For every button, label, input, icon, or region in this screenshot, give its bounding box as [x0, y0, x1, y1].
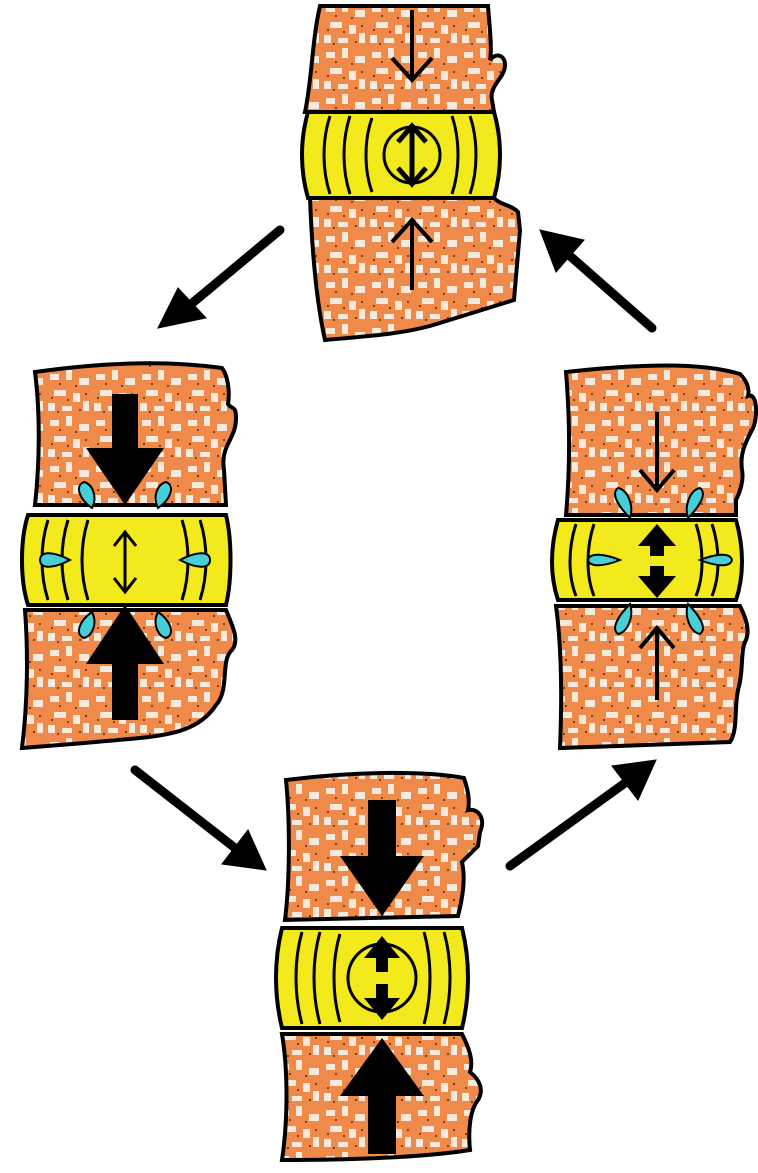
stage-right: [552, 366, 756, 749]
stage-top: [302, 6, 520, 340]
vertebra-lower: [556, 606, 748, 748]
intervertebral-disc: [276, 928, 468, 1028]
vertebra-upper: [566, 366, 756, 516]
cycle-arrow-left-to-bottom: [135, 770, 266, 870]
stage-bottom: [276, 773, 482, 1160]
cycle-arrow-right-to-top: [540, 230, 652, 328]
intervertebral-disc: [302, 112, 500, 198]
vertebra-lower: [310, 198, 520, 340]
cycle-arrow-top-to-left: [158, 230, 280, 328]
vertebra-upper: [305, 6, 505, 112]
cycle-arrow-bottom-to-right: [510, 760, 656, 866]
stage-left: [22, 363, 236, 748]
